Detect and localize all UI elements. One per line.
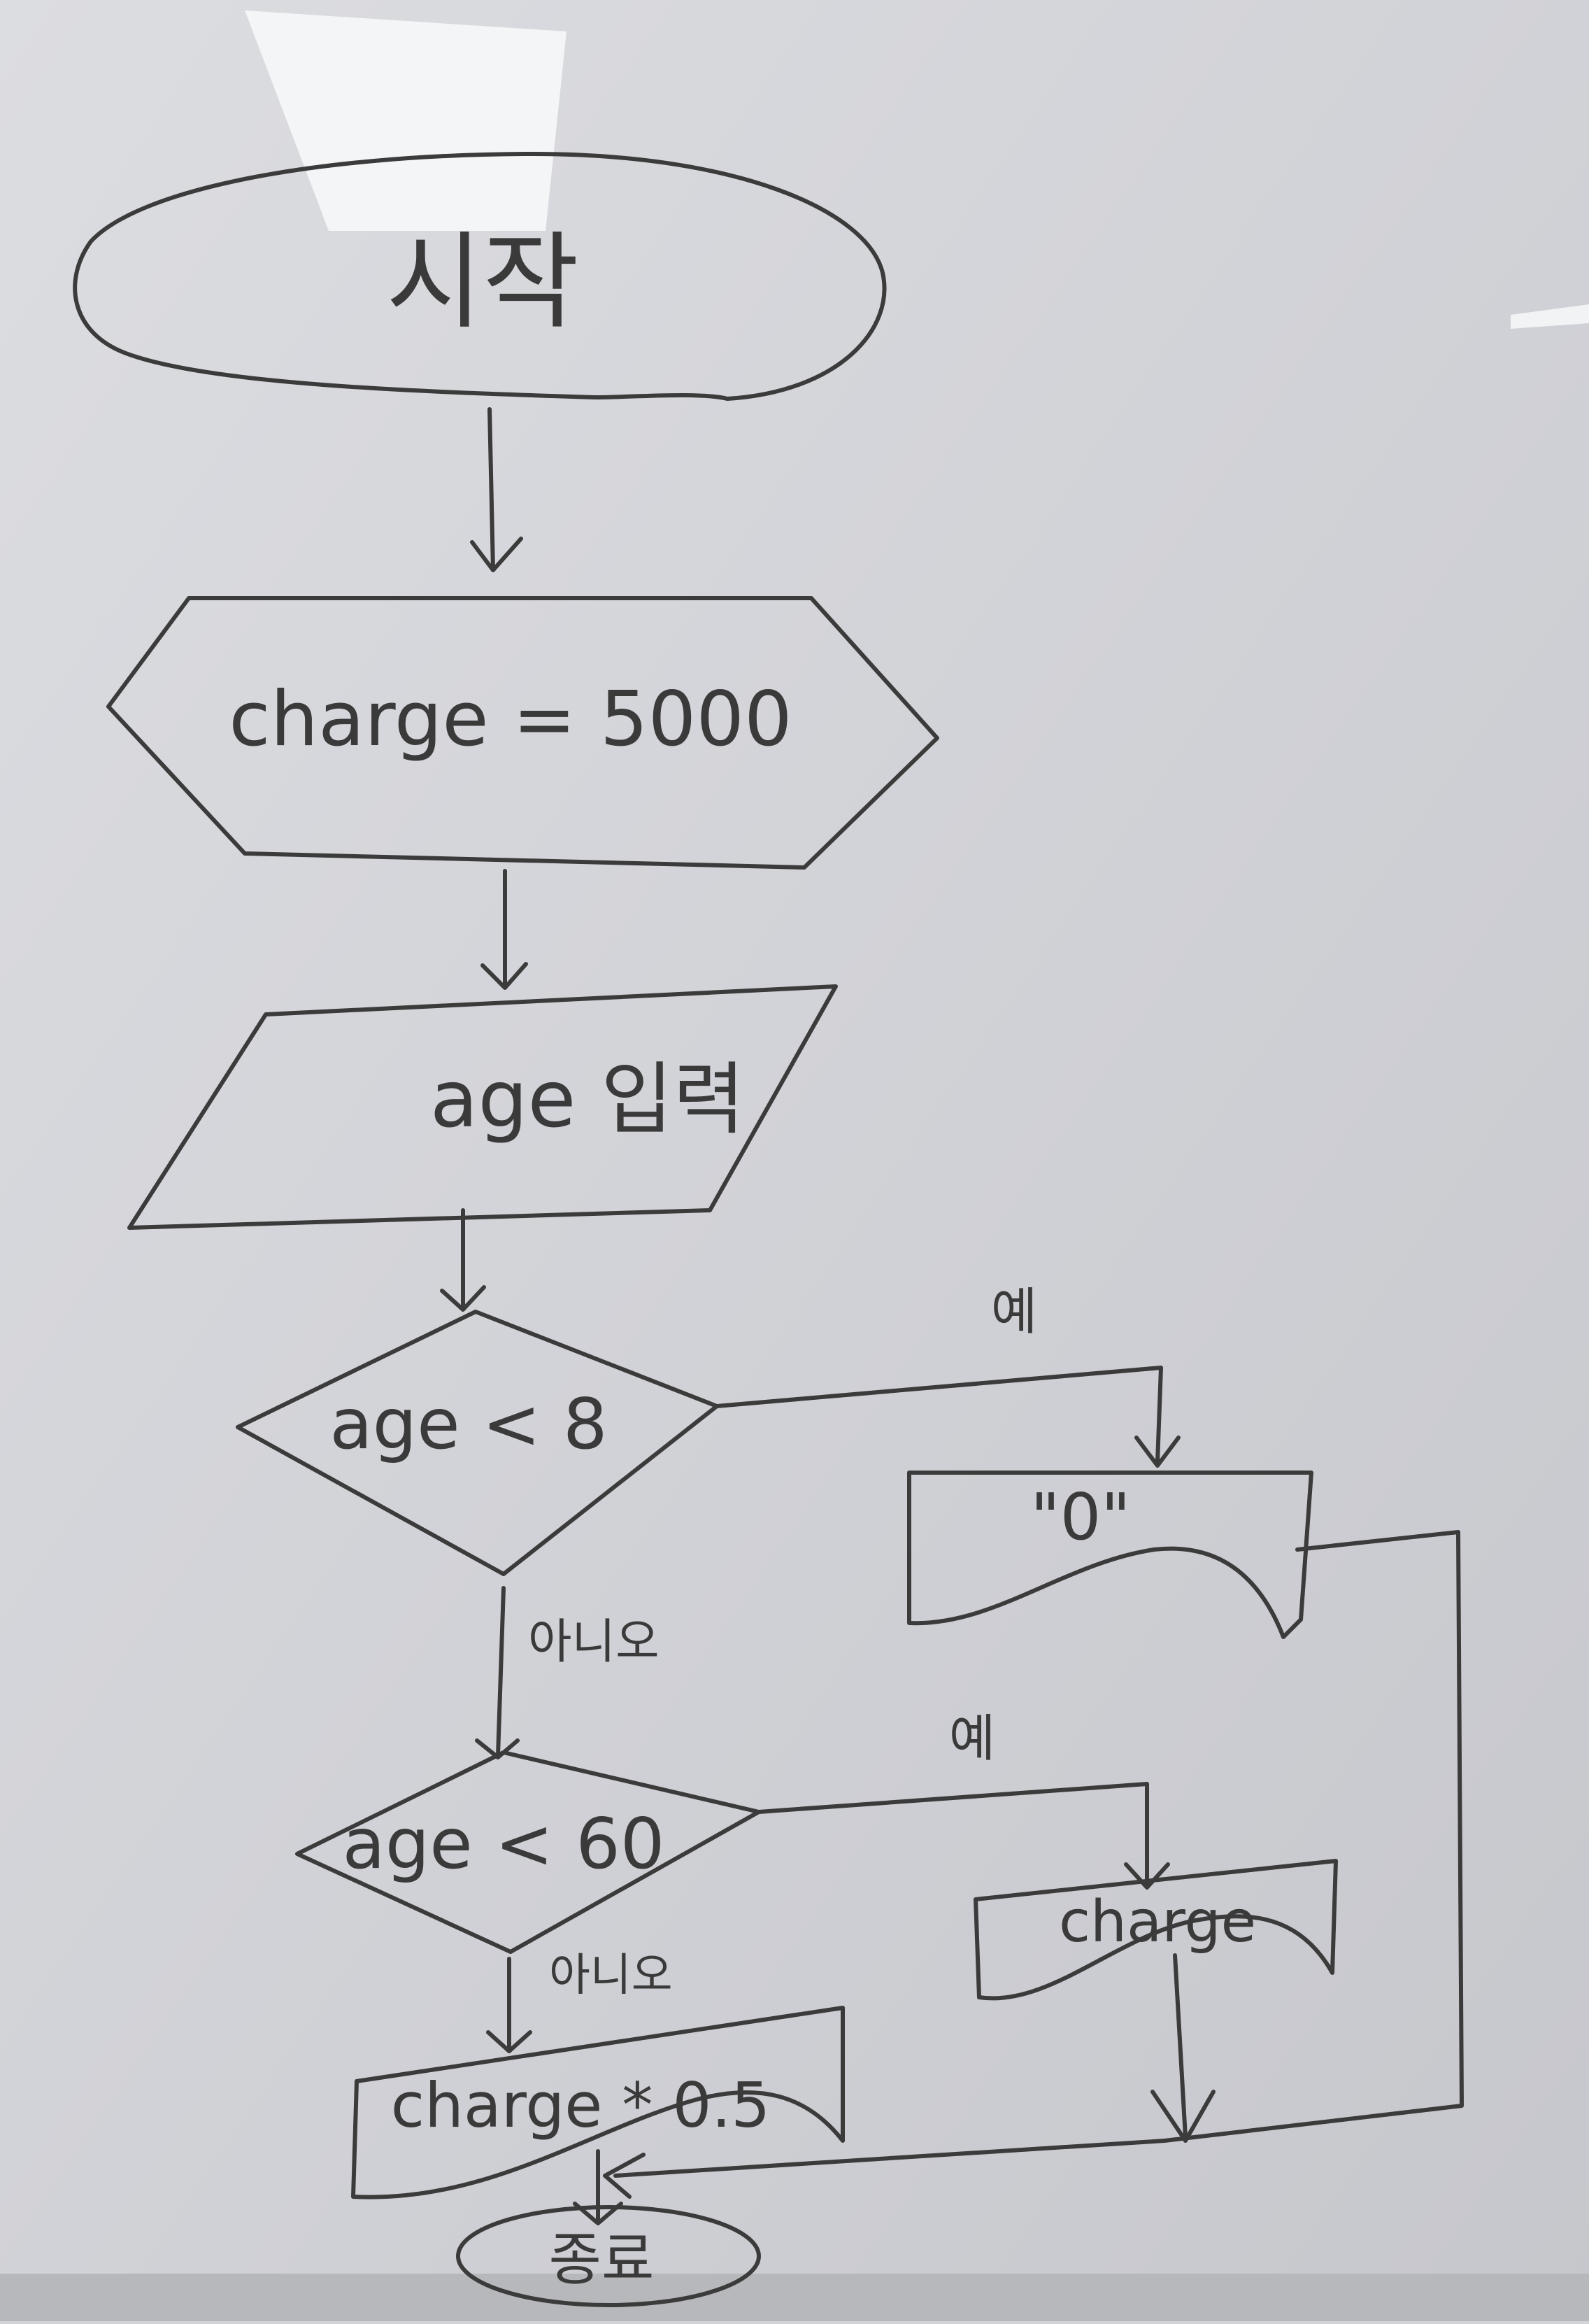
input-label: age 입력 [430,1054,745,1145]
end-terminal: 종료 [456,2205,761,2307]
arrow-decision2-yes: 예 [757,1709,1170,1890]
decision2-no-label: 아니오 [549,1950,673,2001]
light-reflection [245,10,567,231]
arrow-decision2-no: 아니오 [486,1950,673,2053]
init-preparation-box: charge = 5000 [106,596,939,870]
start-label: 시작 [386,222,579,343]
start-terminal: 시작 [73,151,887,401]
input-box: age 입력 [127,984,838,1230]
init-label: charge = 5000 [229,676,792,763]
decision1-yes-label: 예 [991,1282,1037,1341]
output-child-document: "0" [907,1471,1313,1639]
decision1-no-label: 아니오 [528,1615,660,1670]
arrow-decision1-no: 아니오 [475,1586,660,1759]
output-child-label: "0" [1030,1480,1130,1554]
arrow-input-to-decision1 [440,1208,486,1312]
light-reflection-right [1511,304,1589,329]
output-adult-label: charge [1059,1889,1256,1955]
decision2-yes-label: 예 [949,1709,995,1768]
output-senior-document: charge * 0.5 [351,2006,845,2199]
output-senior-label: charge * 0.5 [391,2069,771,2141]
arrow-init-to-input [480,869,528,990]
arrow-decision1-yes: 예 [715,1282,1181,1468]
connector-adult-to-end [1150,1953,1216,2143]
decision2-label: age < 60 [343,1803,665,1885]
board-bottom-edge [0,2274,1589,2321]
decision1-label: age < 8 [329,1383,607,1465]
connector-child-to-end [613,1530,1464,2178]
output-adult-document: charge [974,1859,1338,2001]
arrow-start-to-init [470,407,523,572]
arrow-senior-to-end [573,2149,646,2225]
end-label: 종료 [549,2227,655,2293]
